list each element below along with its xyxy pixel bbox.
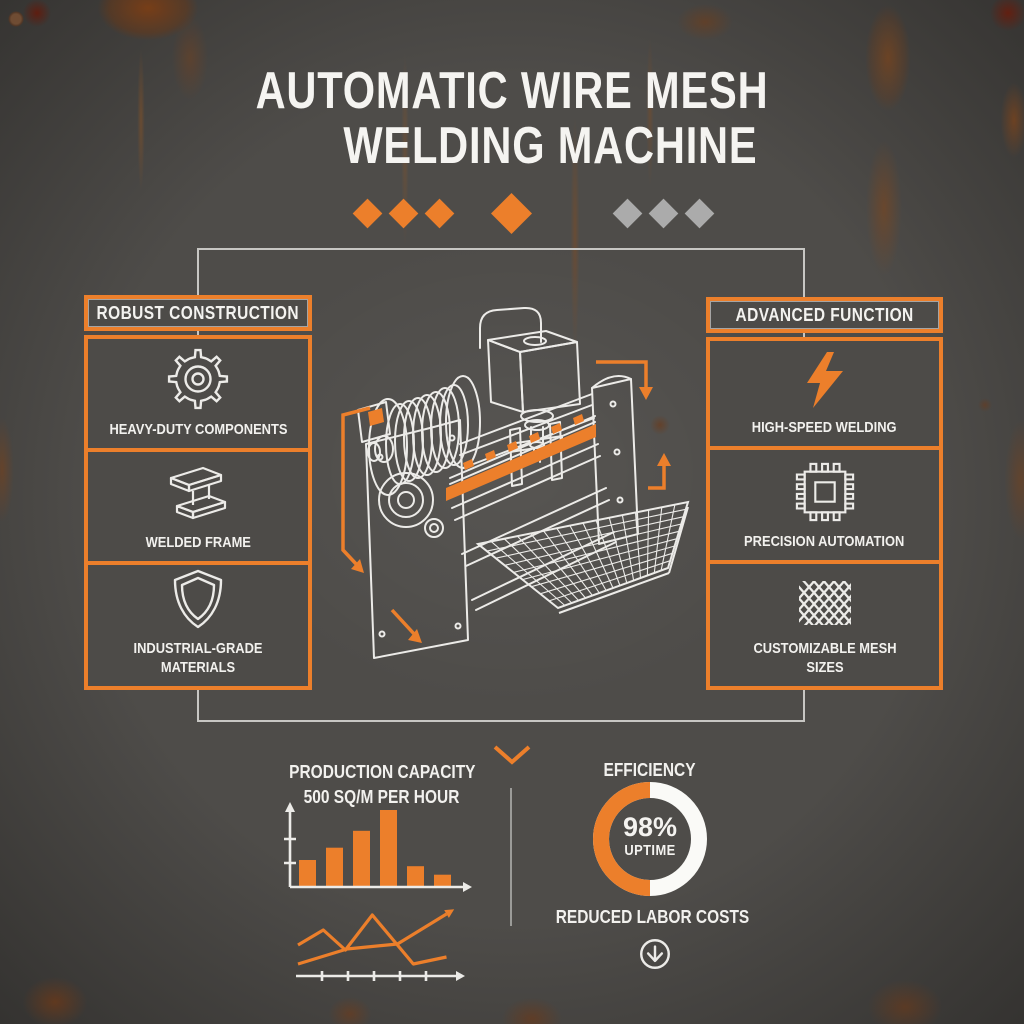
feature-precision-automation: PRECISION AUTOMATION [710, 446, 939, 560]
line-series [297, 909, 455, 966]
chip-icon [794, 461, 856, 523]
title-line-1: AUTOMATIC WIRE MESH [255, 62, 769, 120]
production-title-line1: PRODUCTION CAPACITY [288, 762, 476, 782]
line-chart-axis [296, 971, 458, 981]
diamond-orange-small-icon [352, 198, 383, 229]
diamond-gray-small-icon [612, 198, 643, 229]
mesh-icon [795, 576, 855, 630]
down-arrow-circle-icon [640, 939, 670, 969]
feature-label: HEAVY-DUTY COMPONENTS [109, 421, 287, 438]
orange-roller [368, 408, 596, 501]
flow-arrows [341, 360, 671, 643]
feature-label: CUSTOMIZABLE MESH SIZES [752, 640, 897, 676]
page-title: AUTOMATIC WIRE MESH WELDING MACHINE [0, 64, 1024, 174]
feature-welded-frame: WELDED FRAME [88, 448, 308, 561]
feature-heavy-duty-components: HEAVY-DUTY COMPONENTS [88, 339, 308, 448]
feature-label: INDUSTRIAL-GRADE MATERIALS [133, 640, 263, 676]
feature-label: PRECISION AUTOMATION [744, 533, 905, 550]
left-panel: ROBUST CONSTRUCTION HEAVY-DUTY COMPONENT… [84, 295, 312, 690]
feature-label: HIGH-SPEED WELDING [752, 419, 897, 436]
lightning-icon [799, 351, 851, 409]
right-panel: ADVANCED FUNCTION HIGH-SPEED WELDING [706, 297, 943, 690]
feature-customizable-mesh: CUSTOMIZABLE MESH SIZES [710, 560, 939, 686]
diamond-gray-small-icon [684, 198, 715, 229]
right-panel-header-label: ADVANCED FUNCTION [735, 304, 914, 325]
feature-industrial-materials: INDUSTRIAL-GRADE MATERIALS [88, 561, 308, 686]
efficiency-donut-chart: 98% UPTIME [593, 782, 707, 896]
production-subtitle: 500 SQ/M PER HOUR [304, 787, 460, 807]
left-panel-body: HEAVY-DUTY COMPONENTS WELDED FRAME [84, 335, 312, 690]
left-panel-header-label: ROBUST CONSTRUCTION [96, 302, 300, 323]
mesh-tray [475, 500, 690, 614]
section-divider [510, 788, 512, 926]
diamond-gray-small-icon [648, 198, 679, 229]
gear-icon [166, 347, 230, 411]
left-panel-header: ROBUST CONSTRUCTION [84, 295, 312, 331]
chevron-down-icon [493, 745, 531, 765]
right-panel-body: HIGH-SPEED WELDING PRECISION AUTOMATION [706, 337, 943, 690]
ibeam-icon [165, 464, 231, 524]
bar-chart-axes [284, 808, 464, 889]
uptime-label: UPTIME [624, 842, 676, 859]
feature-high-speed-welding: HIGH-SPEED WELDING [710, 341, 939, 446]
diamond-orange-small-icon [388, 198, 419, 229]
diamond-orange-large-icon [490, 192, 533, 235]
diamond-orange-small-icon [424, 198, 455, 229]
right-panel-header: ADVANCED FUNCTION [706, 297, 943, 333]
title-line-2: WELDING MACHINE [343, 117, 758, 175]
donut-center-text: 98% UPTIME [593, 812, 707, 859]
labor-note: REDUCED LABOR COSTS [555, 907, 750, 927]
feature-label: WELDED FRAME [145, 534, 251, 551]
efficiency-title: EFFICIENCY [603, 760, 697, 780]
production-title: PRODUCTION CAPACITY 500 SQ/M PER HOUR [252, 760, 512, 810]
production-line-chart [296, 909, 465, 981]
production-bar-chart [284, 802, 472, 892]
machine-illustration [341, 306, 690, 659]
uptime-value: 98% [622, 812, 678, 842]
bar-series [299, 810, 451, 887]
shield-icon [168, 568, 228, 630]
